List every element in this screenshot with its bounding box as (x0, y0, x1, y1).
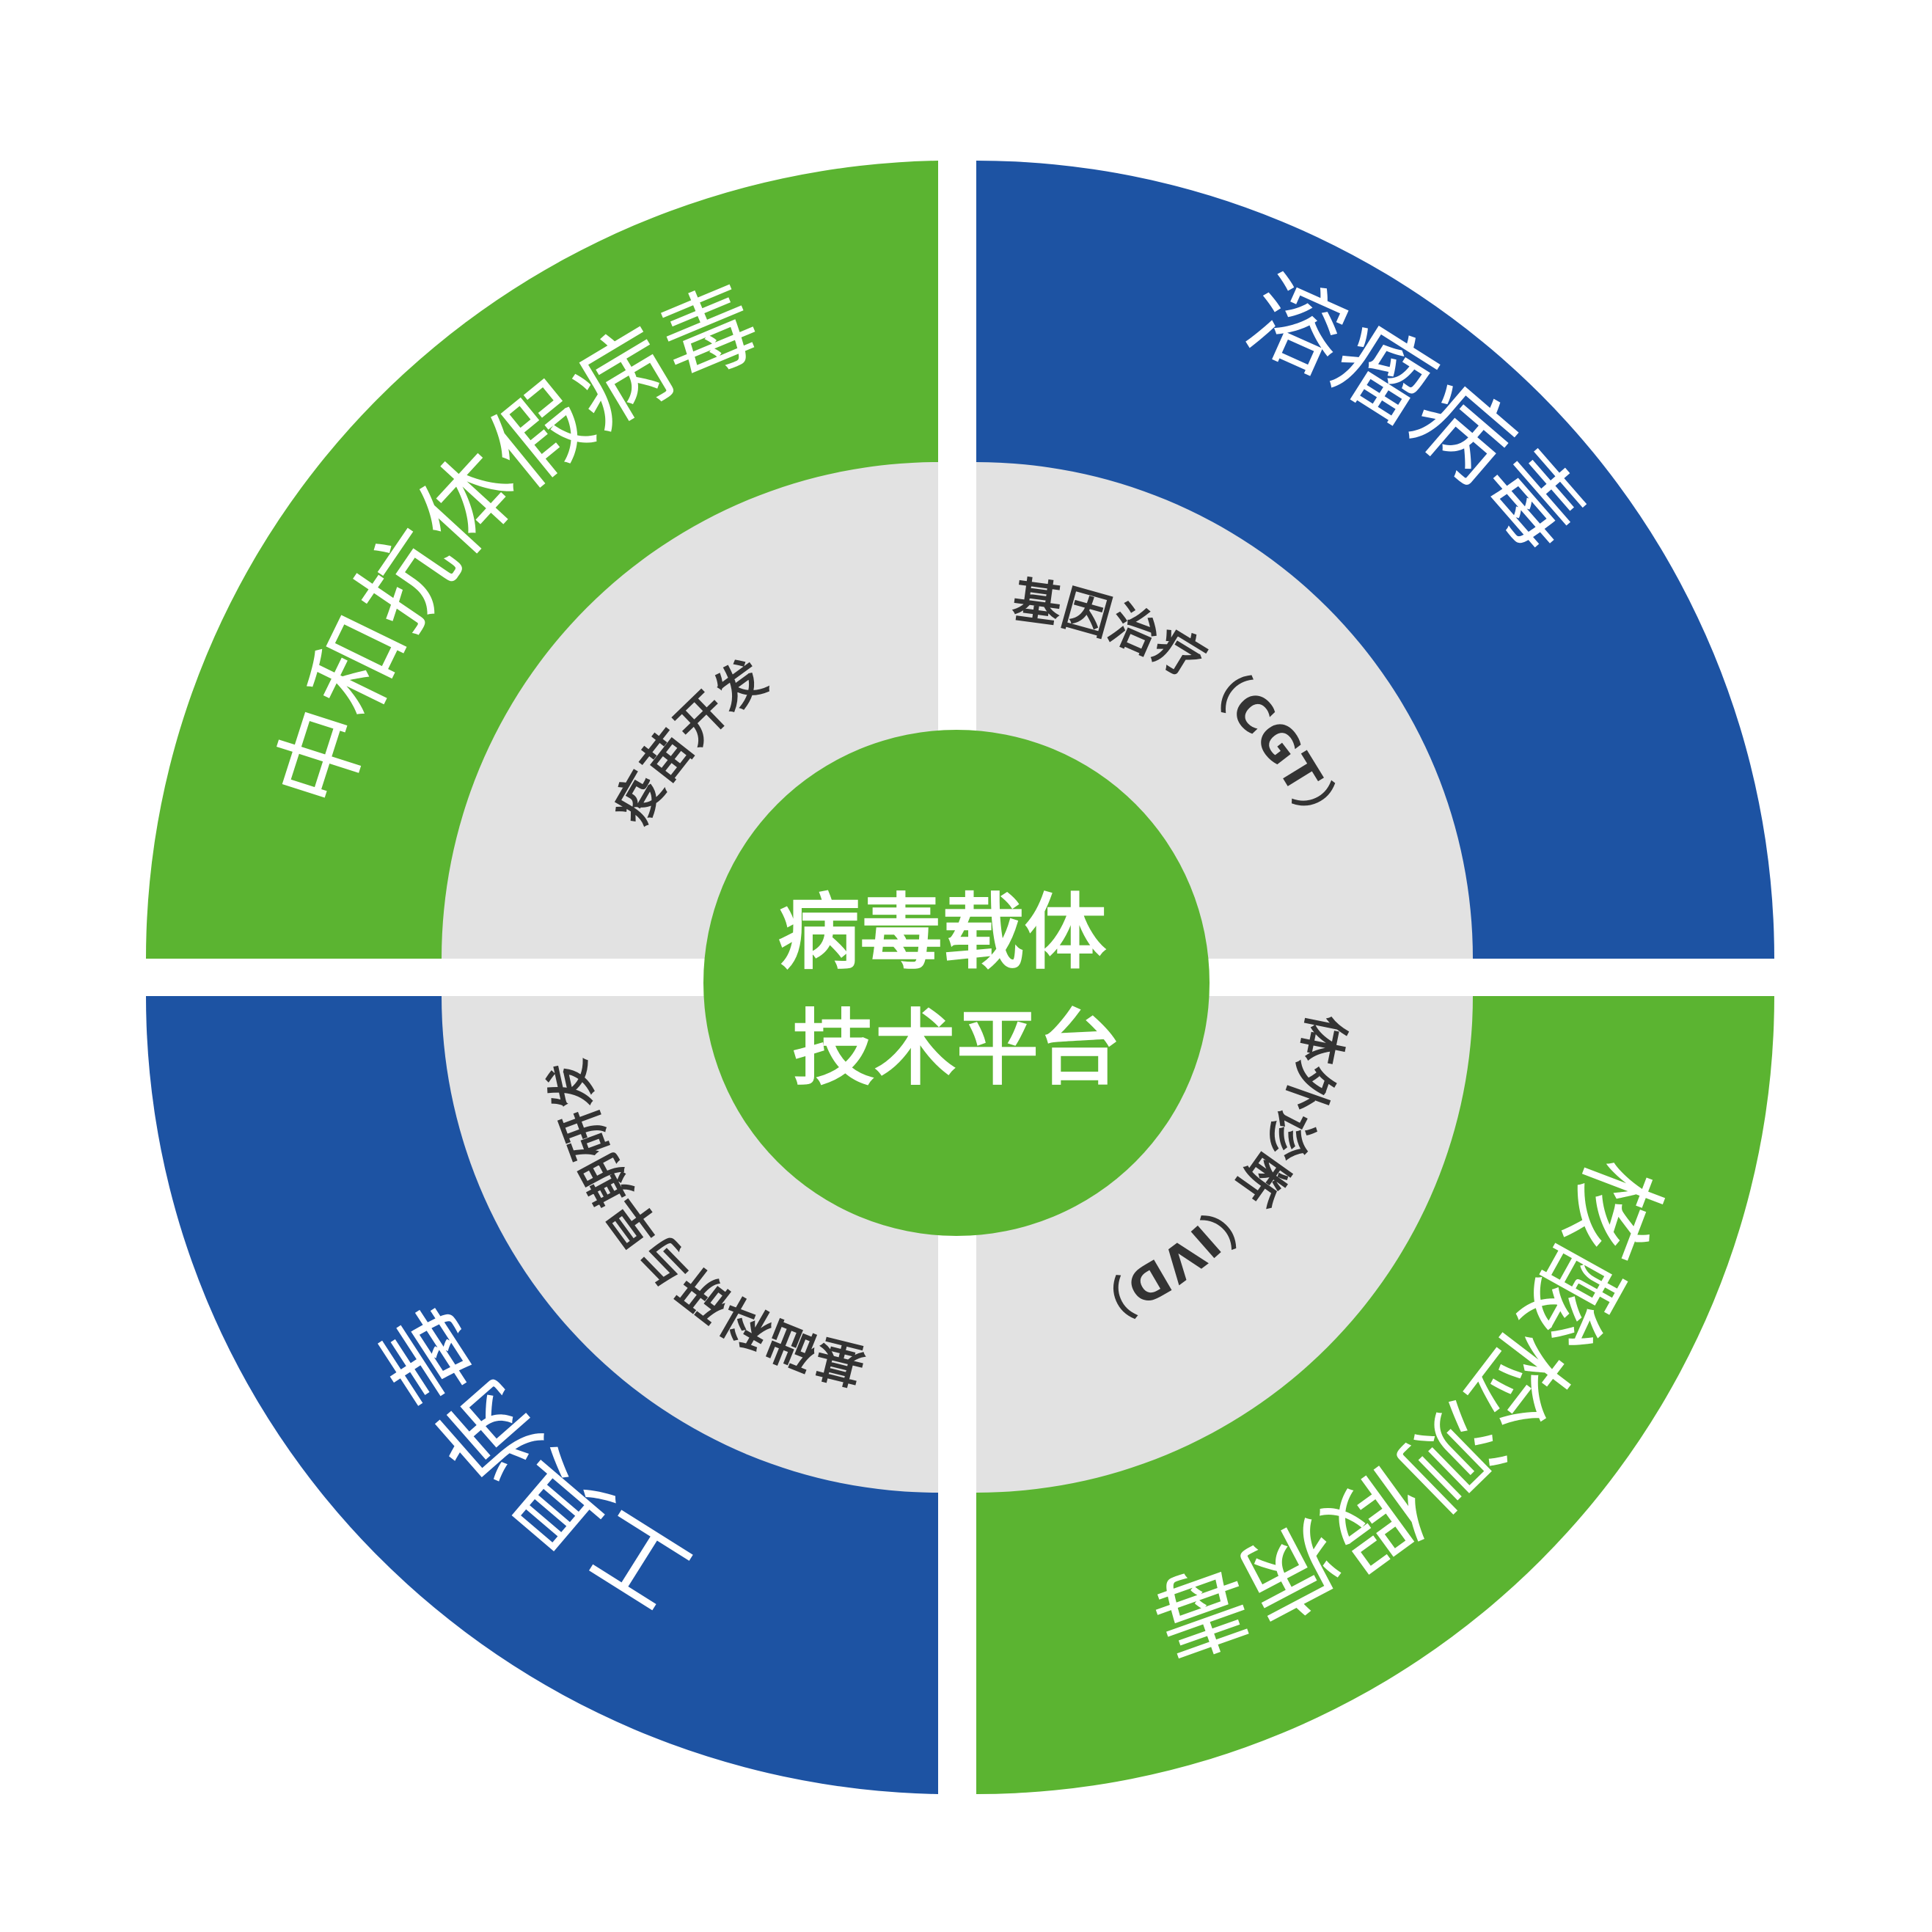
center-title-line-2: 技术平台 (792, 1001, 1121, 1097)
svg-text:病毒载体 技术平台: 病毒载体 技术平台 (778, 885, 1135, 1097)
center-circle (703, 730, 1210, 1236)
center-title-line-1: 病毒载体 (778, 885, 1107, 981)
